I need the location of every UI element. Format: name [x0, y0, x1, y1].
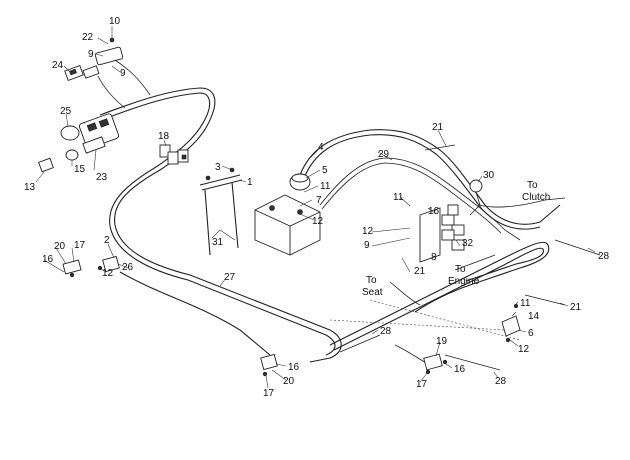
starter-solenoid [289, 173, 311, 191]
callout-2: 2 [104, 235, 110, 246]
callout-28b: 28 [380, 326, 392, 337]
callout-21c: 21 [570, 302, 582, 313]
callout-29: 29 [378, 149, 390, 160]
switch-lower-right [423, 353, 448, 375]
dash-line-b [329, 319, 506, 331]
callout-20b: 20 [283, 376, 295, 387]
wire-28-right [554, 239, 601, 256]
wire-to-engine [454, 254, 496, 271]
callout-16a: 16 [428, 206, 440, 217]
wire-28-bottom [444, 354, 501, 371]
interlock-switch-left [62, 255, 120, 278]
callout-16b: 16 [42, 254, 54, 265]
callout-1: 1 [247, 177, 253, 188]
wire-21-top [424, 144, 456, 151]
callout-11a: 11 [320, 181, 331, 192]
battery [254, 194, 321, 256]
callout-28c: 28 [495, 376, 507, 387]
leader-lines [35, 26, 596, 389]
relay-block-18 [159, 144, 189, 165]
callout-16d: 16 [454, 364, 466, 375]
wire-21-right [524, 294, 566, 306]
callout-22: 22 [82, 32, 94, 43]
note-to-clutch: To Clutch [522, 180, 550, 203]
callout-31: 31 [212, 237, 224, 248]
callout-numbers: 10 22 9 9 24 25 15 13 23 18 3 1 31 4 5 1… [24, 16, 610, 399]
callout-25: 25 [60, 106, 72, 117]
callout-7: 7 [316, 195, 322, 206]
wire-to-clutch [477, 197, 566, 208]
callout-13: 13 [24, 182, 36, 193]
callout-24: 24 [52, 60, 64, 71]
callout-9a: 9 [88, 49, 94, 60]
callout-12b: 12 [362, 226, 374, 237]
callout-14: 14 [528, 311, 540, 322]
callout-19: 19 [436, 336, 448, 347]
front-harness-branch [119, 271, 271, 356]
module-30 [469, 179, 483, 216]
callout-9b: 9 [120, 68, 126, 79]
callout-10: 10 [109, 16, 121, 27]
wire-28-bottom-left [339, 334, 381, 353]
callout-17c: 17 [416, 379, 428, 390]
main-harness-inner [103, 92, 336, 356]
switch-6 [501, 303, 521, 343]
callout-4: 4 [318, 142, 324, 153]
rear-harness [329, 241, 550, 346]
battery-hold-down [199, 167, 243, 256]
relay-assembly [82, 37, 151, 109]
callout-9c: 9 [364, 240, 370, 251]
callout-17a: 17 [74, 240, 86, 251]
callout-5: 5 [322, 165, 328, 176]
main-harness [99, 87, 342, 363]
note-to-engine: To Engine [448, 264, 480, 287]
connector-24 [64, 64, 84, 82]
callout-12c: 12 [102, 268, 114, 279]
callout-20a: 20 [54, 241, 66, 252]
callout-32: 32 [462, 238, 474, 249]
callout-15: 15 [74, 164, 86, 175]
note-to-seat: To Seat [362, 275, 383, 298]
callout-12d: 12 [518, 344, 530, 355]
callout-18: 18 [158, 131, 170, 142]
callout-3: 3 [215, 162, 221, 173]
callout-11c: 11 [520, 298, 531, 309]
callout-17b: 17 [263, 388, 275, 399]
callout-6: 6 [528, 328, 534, 339]
switch-lower-left [260, 353, 278, 377]
relay-bank [419, 204, 465, 263]
callout-21a: 21 [432, 122, 444, 133]
wire-to-seat [389, 281, 421, 306]
callout-27: 27 [224, 272, 236, 283]
callout-8: 8 [431, 252, 437, 263]
callout-16c: 16 [288, 362, 300, 373]
callout-28a: 28 [598, 251, 610, 262]
callout-12a: 12 [312, 216, 324, 227]
upper-harness-4-inner [303, 134, 541, 230]
callout-23: 23 [96, 172, 108, 183]
harness-29 [319, 157, 521, 241]
dash-line-a [369, 299, 521, 341]
rear-harness-inner [333, 247, 544, 351]
callout-11b: 11 [393, 192, 404, 203]
upper-harness-4 [299, 129, 561, 225]
callout-21b: 21 [414, 266, 426, 277]
callout-26: 26 [122, 262, 134, 273]
ignition-switch-assembly [38, 113, 120, 173]
callout-30: 30 [483, 170, 495, 181]
